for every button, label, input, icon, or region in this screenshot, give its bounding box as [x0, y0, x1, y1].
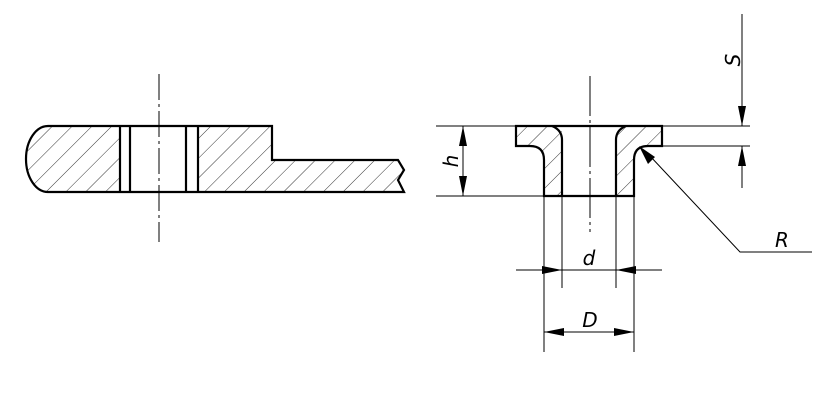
part-section-hatch-right: [198, 126, 404, 192]
bore-left-wall: [551, 124, 564, 196]
arrowhead: [639, 146, 655, 164]
dimension-d: d: [516, 196, 662, 288]
arrowhead: [459, 176, 467, 196]
dimension-h: h: [436, 125, 544, 197]
part-outline: [24, 124, 406, 194]
arrowhead: [542, 266, 562, 274]
dimension-label-R: R: [775, 228, 789, 252]
arrowhead: [738, 106, 746, 126]
dimension-label-s: S: [721, 53, 745, 66]
dimension-label-D: D: [582, 308, 597, 332]
dimension-s: S: [662, 14, 750, 188]
bore-right-wall: [614, 124, 627, 196]
radius-leader: R: [639, 146, 812, 253]
dimension-label-h: h: [439, 155, 463, 168]
arrowhead: [544, 328, 564, 336]
part-section-view: [24, 74, 406, 242]
leader-line: [649, 155, 812, 253]
bushing-section-view: [514, 76, 664, 232]
bushing-hatch-right: [616, 126, 662, 196]
arrowhead: [459, 126, 467, 146]
dimension-D: D: [543, 196, 635, 352]
arrowhead: [738, 146, 746, 166]
arrowhead: [614, 328, 634, 336]
part-section-hatch-left: [26, 126, 120, 192]
arrowhead: [616, 266, 636, 274]
bushing-hatch-left: [516, 126, 562, 196]
dimension-label-d: d: [583, 246, 596, 270]
